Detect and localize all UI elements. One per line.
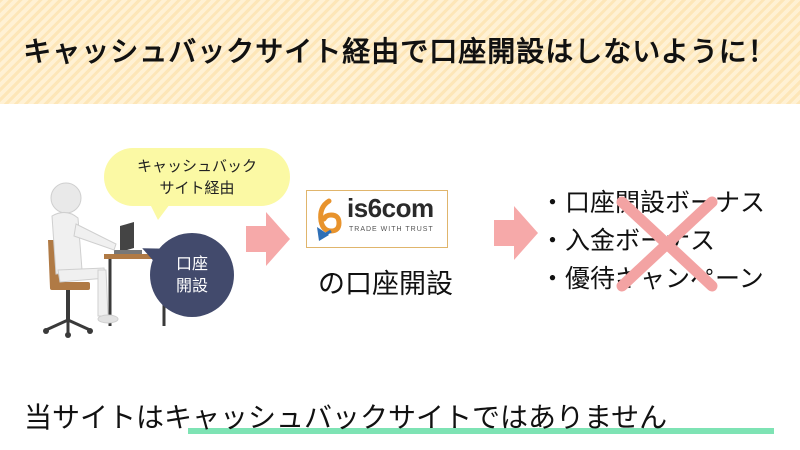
text-highlight-underline	[188, 428, 774, 434]
open-account-caption: の口座開設	[318, 269, 453, 300]
is6com-logo: is6com TRADE WITH TRUST	[306, 190, 448, 248]
banner-title: キャッシュバックサイト経由で口座開設はしないように！	[23, 35, 777, 68]
is6com-logo-icon	[317, 198, 342, 241]
arrow-right-icon	[246, 212, 290, 266]
arrow-right-icon	[494, 206, 538, 260]
speech-bubble-line: 開設	[175, 276, 208, 295]
cross-icon	[616, 196, 718, 292]
bonus-list: ・口座開設ボーナス ・入金ボーナス ・優待キャンペーン	[540, 184, 765, 298]
logo-name: is6com	[347, 193, 434, 223]
speech-bubble-open-account: 口座 開設	[150, 233, 234, 317]
speech-bubble-line: サイト経由	[159, 179, 235, 197]
disclaimer-statement: 当サイトはキャッシュバックサイトではありません	[24, 401, 668, 434]
logo-tagline: TRADE WITH TRUST	[349, 226, 434, 233]
speech-bubble-line: 口座	[175, 254, 208, 273]
speech-bubble-line: キャッシュバック	[136, 157, 257, 175]
bonus-item: ・口座開設ボーナス	[540, 188, 766, 217]
bonus-item: ・優待キャンペーン	[540, 264, 764, 293]
header-banner: キャッシュバックサイト経由で口座開設はしないように！	[0, 0, 800, 104]
speech-bubble-cashback-site: キャッシュバック サイト経由	[104, 148, 290, 220]
